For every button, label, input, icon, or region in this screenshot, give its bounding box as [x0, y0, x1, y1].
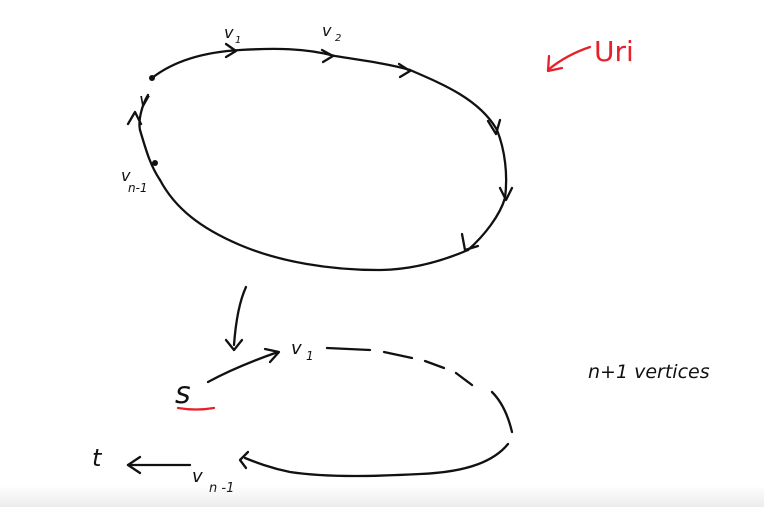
path-label-v1-sub: 1	[306, 349, 314, 363]
cycle-edge-bottom	[158, 178, 470, 272]
arrowhead-v1	[224, 42, 238, 59]
path-label-vn1: v	[192, 466, 203, 487]
vertex-label-v1: v	[224, 23, 234, 42]
cycle-graph: v v 1 v 2 v n-1	[121, 21, 514, 272]
path-return-curve	[243, 442, 510, 478]
arrowhead-bottom-right	[460, 232, 480, 252]
arrowhead-right-1	[486, 118, 502, 136]
s-underline	[176, 406, 216, 411]
vertex-label-vn1: v	[121, 166, 131, 185]
transform-arrowhead-icon	[224, 338, 244, 352]
bottom-shadow	[0, 485, 764, 507]
arrowhead-v2	[320, 48, 335, 64]
arrowhead-vn1-t	[126, 455, 142, 475]
dashed-path-segment-3	[423, 359, 446, 370]
path-graph: s v 1 v n -1 t n+1 vertices	[92, 338, 710, 496]
vertex-label-t: t	[92, 444, 103, 472]
vertex-dot-top-left	[149, 75, 155, 81]
arrowhead-s-v1	[263, 347, 281, 364]
cycle-edge-top	[150, 47, 412, 80]
arrowhead-top-right	[397, 62, 412, 79]
vertex-label-v2: v	[322, 21, 332, 40]
annotation-text: Uri	[594, 35, 634, 68]
dashed-path-segment-4	[454, 371, 474, 387]
red-arrowhead-icon	[546, 54, 564, 73]
arrowhead-into-vn1	[238, 450, 250, 470]
vertex-count-note: n+1 vertices	[588, 361, 710, 383]
cycle-edge-right	[408, 68, 508, 252]
red-annotation: Uri	[546, 35, 634, 73]
vertex-label-s: s	[175, 376, 191, 411]
dashed-path-segment-5	[490, 390, 514, 434]
vertex-label-v-start: v	[139, 90, 150, 111]
dashed-path-segment-2	[382, 350, 414, 360]
vertex-label-v2-sub: 2	[335, 33, 341, 44]
transform-arrow	[232, 285, 248, 347]
path-label-vn1-sub: n -1	[209, 481, 234, 496]
vertex-label-vn1-sub: n-1	[128, 181, 148, 195]
red-arrow-icon	[546, 45, 592, 72]
path-label-v1: v	[291, 338, 302, 359]
dashed-path-segment-1	[325, 346, 372, 352]
cycle-edge-left	[138, 93, 162, 182]
edge-s-to-v1	[206, 350, 280, 384]
arrowhead-right-2	[498, 186, 514, 202]
arrowhead-left	[126, 110, 143, 126]
vertex-dot-mid-left	[152, 160, 158, 166]
vertex-label-v1-sub: 1	[235, 35, 241, 46]
